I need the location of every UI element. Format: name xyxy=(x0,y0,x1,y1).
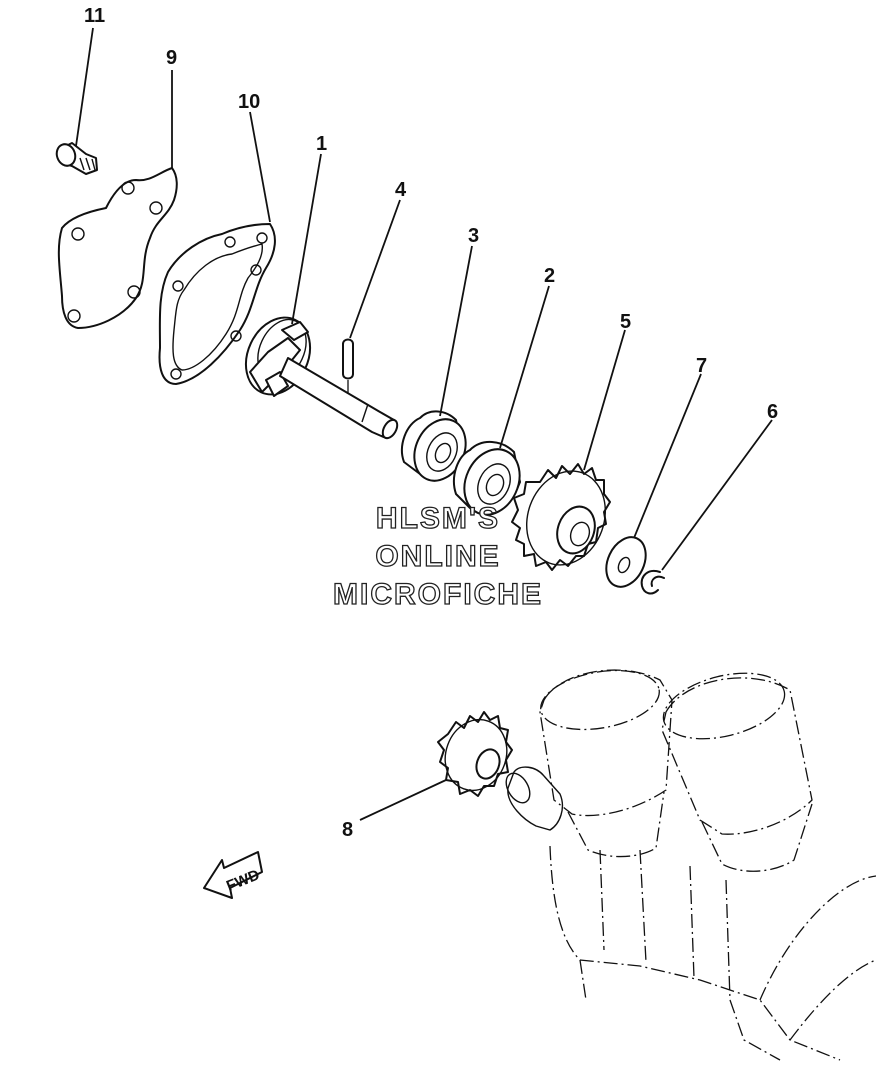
callout-5: 5 xyxy=(620,311,631,333)
callout-10: 10 xyxy=(238,91,260,113)
bearing-part-2 xyxy=(452,441,521,516)
drive-gear-part-8 xyxy=(437,711,513,797)
callout-3: 3 xyxy=(468,225,479,247)
clip-part-6 xyxy=(640,570,665,595)
callout-2: 2 xyxy=(544,265,555,287)
callout-9: 9 xyxy=(166,47,177,69)
bolt-part-11 xyxy=(55,142,98,175)
crankcase-outline xyxy=(505,669,876,1061)
gear-part-5 xyxy=(511,463,611,571)
cover-part-9 xyxy=(57,167,178,329)
callout-1: 1 xyxy=(316,133,327,155)
watermark: HLSM'S ONLINE MICROFICHE xyxy=(332,501,543,611)
leader-lines xyxy=(75,27,773,821)
watermark-line-1: HLSM'S xyxy=(376,502,500,535)
impeller-shaft-part-1 xyxy=(244,316,399,440)
callout-6: 6 xyxy=(767,401,778,423)
callout-11: 11 xyxy=(84,5,105,27)
washer-part-7 xyxy=(605,536,647,588)
callout-7: 7 xyxy=(696,355,707,377)
pin-part-4 xyxy=(342,338,354,398)
fwd-arrow-icon: FWD xyxy=(203,851,263,899)
watermark-line-3: MICROFICHE xyxy=(333,578,543,611)
gasket-part-10 xyxy=(158,223,276,385)
callout-8: 8 xyxy=(342,819,353,841)
watermark-line-2: ONLINE xyxy=(375,540,500,573)
callout-4: 4 xyxy=(395,179,407,201)
